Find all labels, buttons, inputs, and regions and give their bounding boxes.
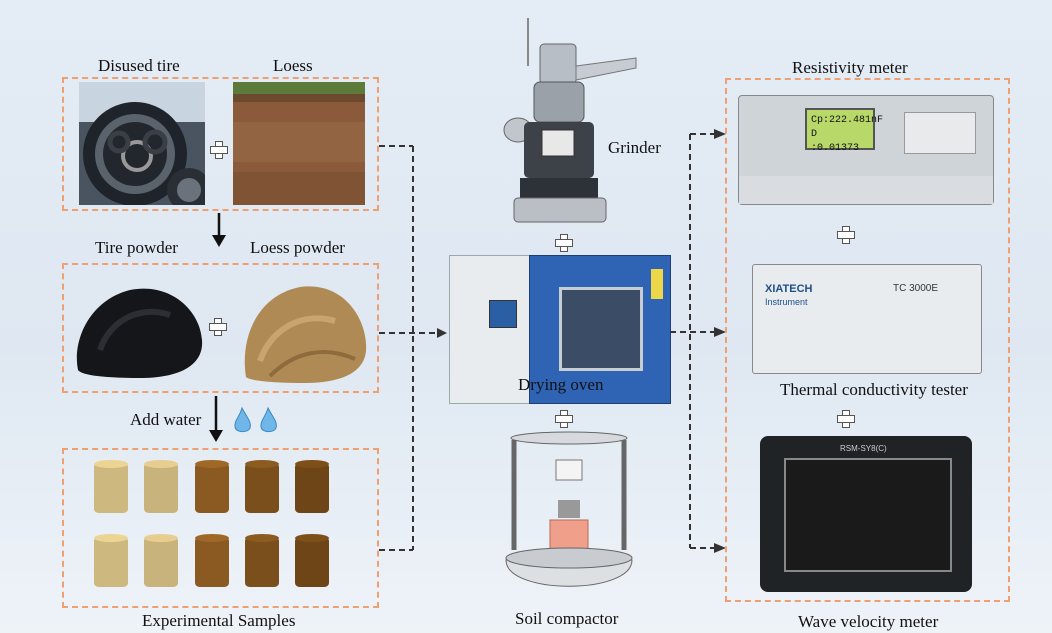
thermal-brand-sub: Instrument [765, 297, 808, 307]
thermal-brand: XIATECH [765, 283, 813, 295]
plus-icon [210, 141, 228, 159]
grinder-label: Grinder [608, 138, 661, 157]
disused-tire-image [79, 82, 205, 205]
wave-velocity-meter-image: RSM-SY8(C) [760, 436, 972, 592]
left-connector-lines [379, 145, 447, 551]
plus-icon [209, 318, 227, 336]
resistivity-meter-label: Resistivity meter [792, 58, 908, 77]
dark-sample [295, 537, 329, 587]
down-arrow-icon [212, 213, 226, 247]
resistivity-meter-image: Cp:222.481nF D :0.01373 [738, 95, 994, 205]
loess-label: Loess [273, 56, 313, 75]
water-drops-icon [234, 406, 277, 433]
wave-brand: RSM-SY8(C) [840, 444, 887, 453]
dark-sample [195, 537, 229, 587]
powders-box [62, 263, 379, 393]
thermal-tester-image: XIATECH Instrument TC 3000E [752, 264, 982, 374]
thermal-model: TC 3000E [893, 283, 939, 294]
lcr-display-line2: D :0.01373 [811, 129, 860, 154]
down-arrow-icon [209, 396, 223, 442]
dark-sample [245, 463, 279, 513]
drying-oven-label: Drying oven [518, 375, 604, 394]
tire-powder-image [76, 288, 203, 378]
soil-compactor-image [505, 431, 633, 587]
dark-sample [295, 463, 329, 513]
plus-icon [837, 410, 855, 428]
disused-tire-label: Disused tire [98, 56, 180, 75]
tire-powder-label: Tire powder [95, 238, 178, 257]
lcr-display-line1: Cp:222.481nF [811, 115, 884, 126]
light-sample [144, 537, 178, 587]
drying-oven-image [449, 255, 671, 404]
light-sample [144, 463, 178, 513]
grinder-image [503, 18, 637, 223]
loess-powder-label: Loess powder [250, 238, 345, 257]
dark-sample [195, 463, 229, 513]
plus-icon [555, 234, 573, 252]
dark-sample [245, 537, 279, 587]
plus-icon [555, 410, 573, 428]
light-sample [94, 537, 128, 587]
measurement-box [725, 78, 1010, 602]
soil-compactor-label: Soil compactor [515, 609, 619, 628]
loess-powder-image [244, 286, 367, 383]
right-connector-lines [670, 129, 726, 553]
raw-materials-box [62, 77, 379, 211]
plus-icon [837, 226, 855, 244]
loess-image [233, 82, 365, 205]
experimental-samples-label: Experimental Samples [142, 611, 296, 630]
wave-velocity-meter-label: Wave velocity meter [798, 612, 939, 631]
light-sample [94, 463, 128, 513]
thermal-tester-label: Thermal conductivity tester [780, 380, 968, 399]
add-water-label: Add water [130, 410, 202, 429]
samples-box [62, 448, 379, 608]
